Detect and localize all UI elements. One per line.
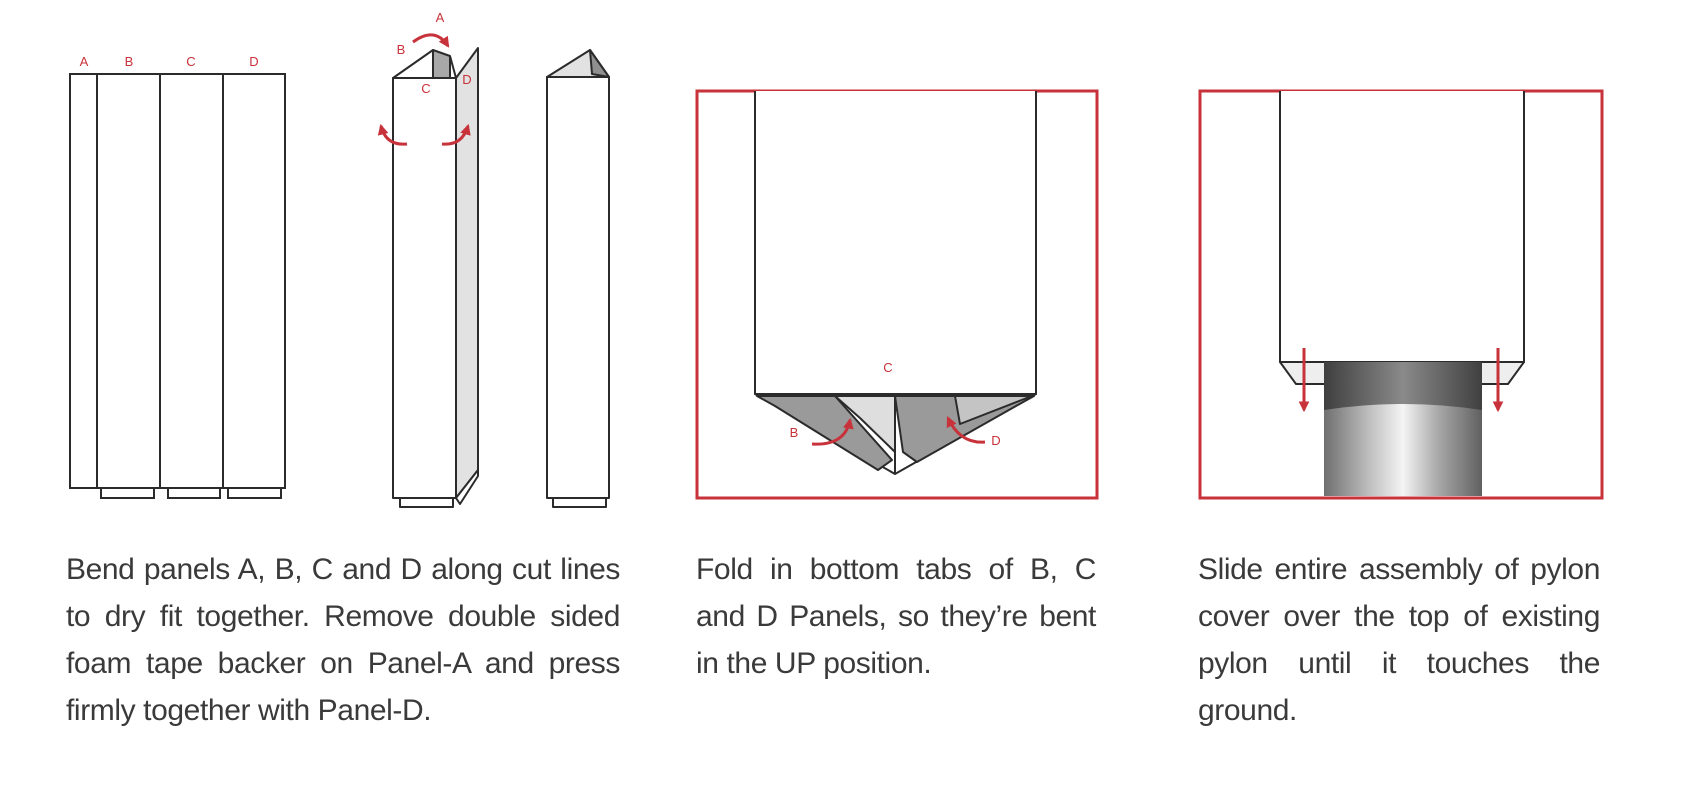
fold-arrow-left-icon bbox=[377, 123, 408, 146]
fold-arrow-a-icon bbox=[412, 33, 450, 48]
flat-label-a: A bbox=[80, 54, 89, 69]
step3-caption: Slide entire assembly of pylon cover ove… bbox=[1198, 553, 1600, 727]
tab-fold-arrow-b-icon bbox=[811, 417, 854, 446]
folded-label-b: B bbox=[397, 42, 406, 57]
partially-folded-column bbox=[392, 47, 479, 508]
folded-label-d: D bbox=[462, 72, 471, 87]
flat-label-d: D bbox=[249, 54, 258, 69]
tab-fold-arrow-d-icon bbox=[946, 416, 986, 444]
folded-column bbox=[546, 49, 610, 508]
tab-label-b: B bbox=[790, 425, 799, 440]
tab-label-d: D bbox=[991, 433, 1000, 448]
step1-caption: Bend panels A, B, C and D along cut line… bbox=[66, 553, 620, 727]
fold-arrow-right-icon bbox=[441, 123, 471, 146]
folded-label-a: A bbox=[436, 10, 445, 25]
flat-label-b: B bbox=[125, 54, 134, 69]
folded-label-c: C bbox=[421, 81, 430, 96]
existing-pylon bbox=[1324, 362, 1482, 496]
column-bottom-tabs bbox=[754, 91, 1037, 475]
tab-label-c: C bbox=[883, 360, 892, 375]
pylon-cover bbox=[1279, 91, 1525, 385]
flat-label-c: C bbox=[186, 54, 195, 69]
flat-panel-sheet bbox=[69, 73, 286, 499]
step2-caption: Fold in bottom tabs of B, C and D Panels… bbox=[696, 553, 1096, 680]
